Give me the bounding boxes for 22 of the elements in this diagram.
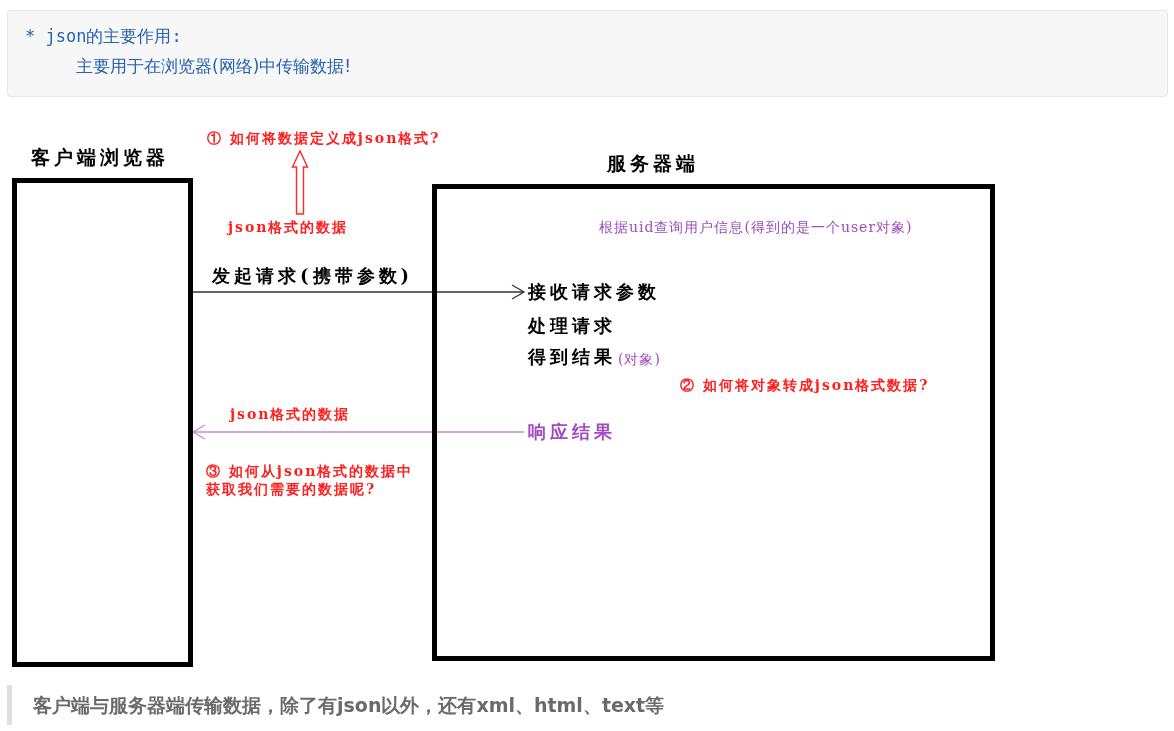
arrow (192, 284, 525, 300)
step-text: 得到结果 (528, 346, 616, 368)
question-note: ② 如何将对象转成json格式数据? (680, 376, 930, 394)
note-text: 主要用于在浏览器(网络)中传输数据! (76, 55, 352, 77)
arrow (192, 424, 525, 440)
question-note: ③ 如何从json格式的数据中获取我们需要的数据呢? (206, 462, 415, 498)
step-text: 响应结果 (528, 421, 616, 443)
annotation-text: (对象) (618, 350, 661, 368)
caption: 客户端与服务器端传输数据，除了有json以外，还有xml、html、text等 (7, 685, 671, 725)
note-text: json格式的数据 (228, 218, 349, 236)
server-box (432, 152, 995, 661)
edge-label: json格式的数据 (230, 405, 351, 423)
step-text: 接收请求参数 (528, 281, 660, 303)
step-text: 处理请求 (528, 315, 616, 337)
block-arrow (291, 149, 309, 215)
edge-label: 发起请求(携带参数) (212, 265, 414, 287)
annotation-text: 根据uid查询用户信息(得到的是一个user对象) (599, 218, 913, 236)
note-heading: * json的主要作用: (25, 25, 182, 47)
box-heading: 客户端浏览器 (31, 146, 169, 168)
box-heading: 服务器端 (607, 152, 699, 174)
question-note: ① 如何将数据定义成json格式? (207, 129, 441, 147)
client-box (12, 146, 193, 667)
